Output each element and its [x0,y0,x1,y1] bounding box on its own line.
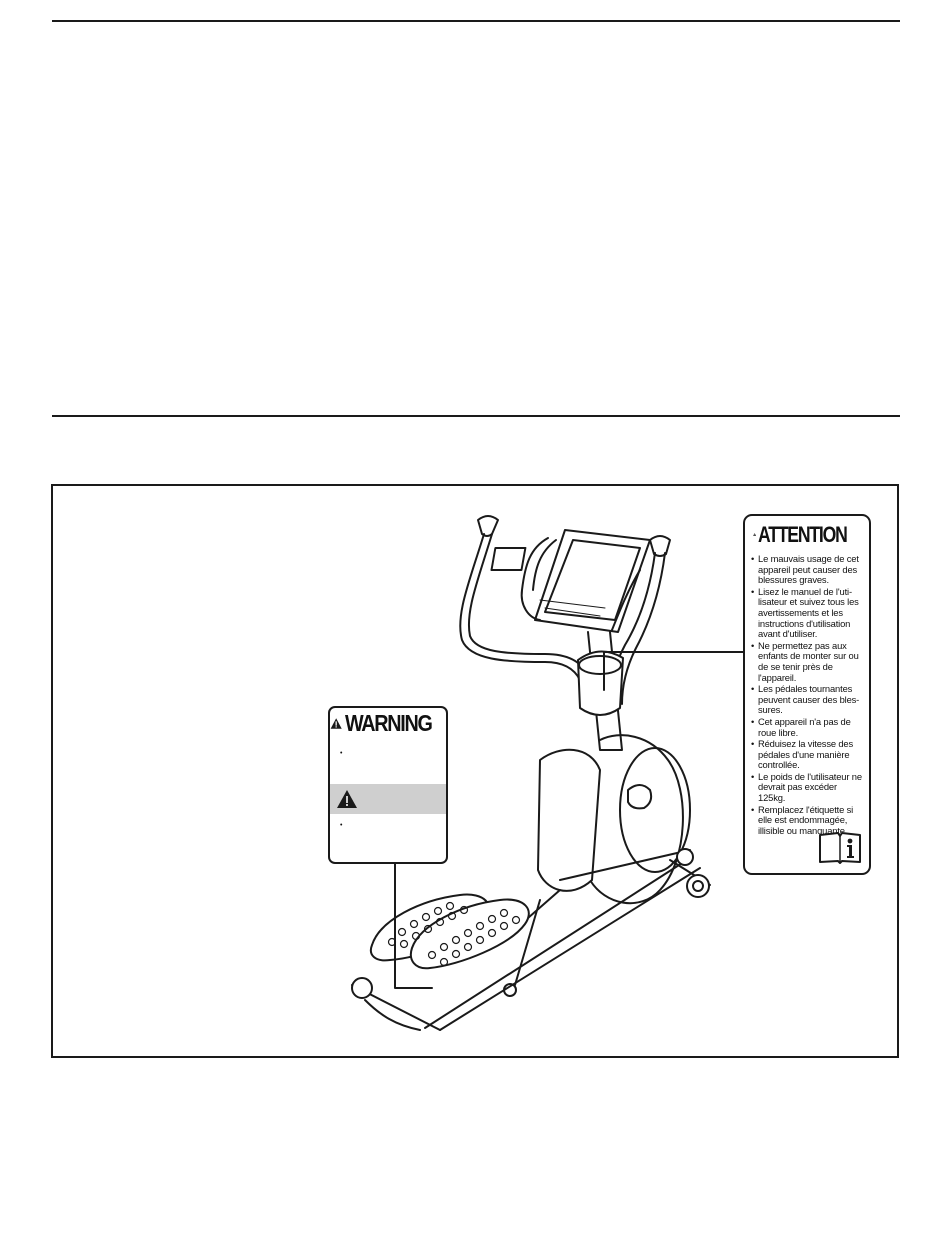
warning-triangle-icon [753,533,757,536]
attention-label: ATTENTION Le mauvais usage de cet appare… [743,514,871,875]
top-rule [52,20,900,22]
warning-label: WARNING • • [328,706,448,864]
figure-frame [51,484,899,1058]
attention-item: Les pédales tournantes peuvent causer de… [751,683,865,716]
warning-bullet-area: • [330,738,446,784]
attention-item: Lisez le manuel de l'uti-lisateur et sui… [751,586,865,640]
warning-triangle-icon [330,717,342,729]
attention-item: Réduisez la vitesse des pédales d'une ma… [751,738,865,771]
attention-item: Le poids de l'utilisateur ne devrait pas… [751,771,865,804]
warning-label-header: WARNING [330,708,446,738]
warning-bullet-1: • [340,750,343,757]
attention-label-header: ATTENTION [745,516,869,553]
attention-item: Ne permettez pas aux enfants de monter s… [751,640,865,683]
attention-heading: ATTENTION [758,521,848,547]
warning-bullet-area-2: • [330,814,446,844]
warning-heading: WARNING [345,709,433,736]
attention-item: Cet appareil n'a pas de roue libre. [751,716,865,738]
attention-item: Remplacez l'étiquette si elle est endomm… [751,804,865,837]
warning-band [330,784,446,814]
warning-triangle-icon [337,790,357,808]
warning-bullet-2: • [340,822,343,829]
section-rule [52,415,900,417]
manual-book-icon [819,832,861,864]
attention-list: Le mauvais usage de cet appareil peut ca… [745,553,869,836]
attention-item: Le mauvais usage de cet appareil peut ca… [751,553,865,586]
